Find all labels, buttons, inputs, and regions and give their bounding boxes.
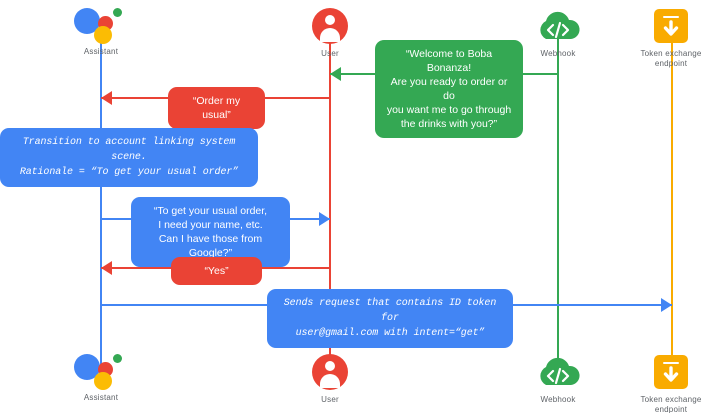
actor-label-user: User bbox=[321, 49, 339, 58]
bubble-line: I need your name, etc. bbox=[158, 219, 263, 231]
bubble-line: Can I have those from Google?” bbox=[158, 233, 263, 259]
actor-label-webhook: Webhook bbox=[540, 395, 576, 404]
actor-label-assistant: Assistant bbox=[83, 47, 119, 56]
bubble-line: the drinks with you?” bbox=[400, 118, 498, 130]
actor-user-bottom: User bbox=[270, 352, 390, 405]
bubble-line: you want me to go through bbox=[386, 104, 512, 116]
actor-label-token-endpoint-line2: endpoint bbox=[654, 59, 688, 68]
actor-label-webhook: Webhook bbox=[540, 49, 576, 58]
actor-label-assistant: Assistant bbox=[83, 393, 119, 402]
message-bubble-welcome: “Welcome to Boba Bonanza! Are you ready … bbox=[375, 40, 523, 138]
bubble-line: Are you ready to order or do bbox=[390, 76, 508, 102]
actor-webhook-bottom: Webhook bbox=[498, 352, 618, 405]
bubble-line: “To get your usual order, bbox=[153, 205, 268, 217]
lifeline-webhook bbox=[557, 36, 559, 376]
arrow-head-sends-request bbox=[661, 298, 672, 312]
actor-assistant-bottom: Assistant bbox=[41, 350, 161, 403]
actor-webhook-top: Webhook bbox=[498, 6, 618, 59]
lifeline-user bbox=[329, 36, 331, 376]
actor-token-endpoint-bottom: Token exchange endpoint bbox=[611, 352, 725, 413]
lifeline-token-exchange-endpoint bbox=[671, 36, 673, 376]
message-bubble-ask-name: “To get your usual order, I need your na… bbox=[131, 197, 290, 267]
message-bubble-yes: “Yes” bbox=[171, 257, 262, 285]
user-avatar-icon bbox=[270, 6, 390, 46]
note-line: Transition to account linking system sce… bbox=[22, 137, 236, 163]
actor-label-user: User bbox=[321, 395, 339, 404]
note-line: Sends request that contains ID token for bbox=[283, 298, 497, 324]
actor-token-endpoint-top: Token exchange endpoint bbox=[611, 6, 725, 69]
arrow-head-yes bbox=[101, 261, 112, 275]
actor-label-token-endpoint-line1: Token exchange bbox=[640, 49, 702, 58]
google-assistant-icon bbox=[41, 350, 161, 390]
webhook-cloud-code-icon bbox=[498, 352, 618, 392]
token-exchange-download-icon bbox=[611, 6, 725, 46]
user-avatar-icon bbox=[270, 352, 390, 392]
note-line: Rationale = “To get your usual order” bbox=[19, 167, 239, 178]
actor-label-token-endpoint-line2: endpoint bbox=[654, 405, 688, 413]
webhook-cloud-code-icon bbox=[498, 6, 618, 46]
google-assistant-icon bbox=[41, 4, 161, 44]
actor-user-top: User bbox=[270, 6, 390, 59]
arrow-head-welcome bbox=[330, 67, 341, 81]
actor-label-token-endpoint-line1: Token exchange bbox=[640, 395, 702, 404]
note-transition-account-linking: Transition to account linking system sce… bbox=[0, 128, 258, 187]
note-sends-request: Sends request that contains ID token for… bbox=[267, 289, 513, 348]
arrow-head-ask-name bbox=[319, 212, 330, 226]
bubble-line: “Yes” bbox=[204, 265, 229, 277]
message-bubble-order-my-usual: “Order my usual” bbox=[168, 87, 265, 129]
bubble-line: “Welcome to Boba Bonanza! bbox=[405, 48, 493, 74]
bubble-line: “Order my usual” bbox=[192, 95, 241, 121]
lifeline-assistant bbox=[100, 36, 102, 376]
note-line: user@gmail.com with intent=“get” bbox=[295, 328, 485, 339]
actor-assistant-top: Assistant bbox=[41, 4, 161, 57]
token-exchange-download-icon bbox=[611, 352, 725, 392]
arrow-head-order-my-usual bbox=[101, 91, 112, 105]
